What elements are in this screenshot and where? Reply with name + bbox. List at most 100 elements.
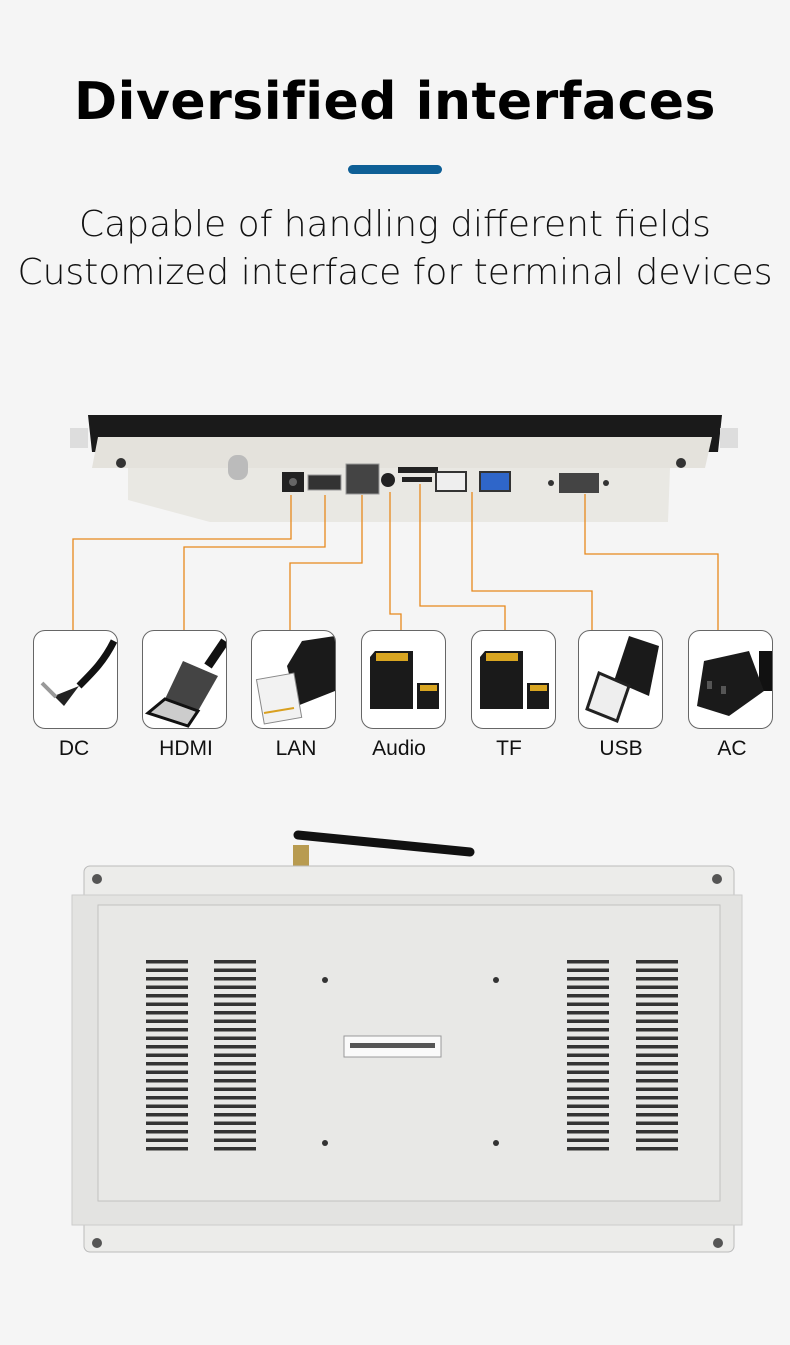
vent-slot — [567, 1062, 609, 1066]
subtitle-line-2: Customized interface for terminal device… — [17, 252, 773, 293]
ac-plug-icon — [697, 651, 772, 716]
vent-slot — [567, 1070, 609, 1074]
vent-slot — [636, 1028, 678, 1032]
vent-slot — [146, 1011, 188, 1015]
label-lan: LAN — [275, 737, 317, 760]
line-hdmi — [183, 495, 326, 630]
vent-slot — [146, 1104, 188, 1108]
vent-slot — [146, 1096, 188, 1100]
vent-slot — [567, 1087, 609, 1091]
label-dc: DC — [58, 737, 90, 760]
vent-slot — [146, 1113, 188, 1117]
vent-slot — [214, 1138, 256, 1142]
vent-slot — [636, 1121, 678, 1125]
vent-slot — [636, 1113, 678, 1117]
vent-slot — [146, 1130, 188, 1134]
vent-slot — [214, 1079, 256, 1083]
tf-icon-box — [471, 630, 556, 729]
vent-slot — [146, 1147, 188, 1151]
dc-plug-icon — [40, 639, 117, 706]
vent-slot — [214, 1028, 256, 1032]
vent-slot — [567, 1028, 609, 1032]
vent-slot — [146, 1121, 188, 1125]
vent-slot — [146, 1045, 188, 1049]
line-ac — [584, 494, 719, 630]
vent-slot — [567, 968, 609, 972]
vent-slot — [636, 1087, 678, 1091]
vent-slot — [567, 1138, 609, 1142]
vent-slot — [567, 1079, 609, 1083]
sd-card-icon — [370, 651, 439, 709]
vent-slot — [214, 994, 256, 998]
vent-slot — [146, 1062, 188, 1066]
vent-slot — [146, 960, 188, 964]
vent-slot — [146, 1070, 188, 1074]
vent-slot — [567, 1130, 609, 1134]
vent-slot — [567, 1036, 609, 1040]
vent-slot — [146, 1002, 188, 1006]
vent-slot — [146, 1053, 188, 1057]
connector-lines — [72, 484, 719, 630]
vent-slot — [567, 960, 609, 964]
vent-slot — [214, 1036, 256, 1040]
vent-slot — [214, 1053, 256, 1057]
vent-slot — [636, 1019, 678, 1023]
vent-slot — [636, 977, 678, 981]
vent-slot — [567, 977, 609, 981]
vent-slot — [214, 1104, 256, 1108]
vent-slot — [636, 1104, 678, 1108]
label-usb: USB — [599, 737, 643, 760]
line-tf — [419, 484, 506, 630]
line-lan — [289, 495, 363, 630]
vent-slot — [214, 1087, 256, 1091]
vent-slot — [567, 1053, 609, 1057]
ac-icon-box — [688, 630, 773, 729]
vent-slot — [214, 960, 256, 964]
vent-slot — [636, 1130, 678, 1134]
title-underline — [348, 165, 442, 174]
rj45-plug-icon — [255, 636, 335, 725]
vent-slot — [636, 1062, 678, 1066]
vent-slot — [146, 985, 188, 989]
vent-slot — [214, 1062, 256, 1066]
vent-slot — [636, 1070, 678, 1074]
vent-slot — [214, 985, 256, 989]
vent-slot — [636, 1096, 678, 1100]
line-dc — [72, 495, 292, 630]
vent-slot — [567, 1104, 609, 1108]
vent-slot — [146, 968, 188, 972]
vent-slot — [146, 1036, 188, 1040]
vent-slot — [214, 1130, 256, 1134]
vent-slot — [636, 994, 678, 998]
vent-slot — [567, 1011, 609, 1015]
vent-slot — [567, 1096, 609, 1100]
vent-slot — [146, 1087, 188, 1091]
vent-slot — [214, 1096, 256, 1100]
hdmi-icon-box — [142, 630, 227, 729]
vent-slot — [636, 1147, 678, 1151]
vent-slot — [146, 1019, 188, 1023]
vent-slot — [636, 1011, 678, 1015]
device-side-view — [70, 415, 738, 522]
label-hdmi: HDMI — [159, 737, 213, 760]
device-back-view — [71, 830, 743, 1253]
line-usb — [471, 492, 593, 630]
vent-slot — [636, 1138, 678, 1142]
vent-slot — [636, 1002, 678, 1006]
vent-slot — [214, 968, 256, 972]
vent-slot — [214, 1019, 256, 1023]
vent-slot — [146, 1079, 188, 1083]
vent-slot — [567, 994, 609, 998]
vent-slot — [146, 994, 188, 998]
vent-slot — [214, 1045, 256, 1049]
vent-slot — [636, 1079, 678, 1083]
vent-slot — [214, 1011, 256, 1015]
usb-icon-box — [578, 630, 663, 729]
vent-slot — [214, 1121, 256, 1125]
vent-slot — [567, 1121, 609, 1125]
lan-icon-box — [251, 630, 336, 729]
label-ac: AC — [717, 737, 747, 760]
vent-slot — [636, 1036, 678, 1040]
vent-slot — [636, 1053, 678, 1057]
vent-slot — [567, 1045, 609, 1049]
